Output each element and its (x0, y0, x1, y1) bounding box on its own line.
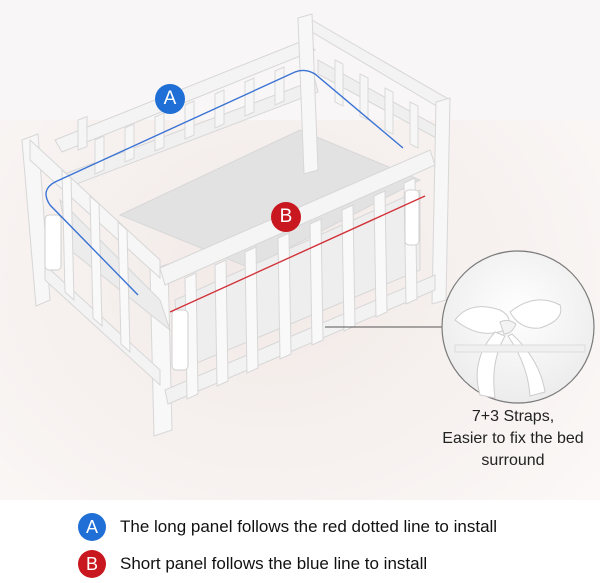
badge-b: B (271, 202, 301, 232)
red-install-line (169, 195, 426, 313)
legend-text-b: Short panel follows the blue line to ins… (120, 554, 428, 573)
legend-text-a: The long panel follows the red dotted li… (120, 517, 498, 536)
blue-install-line (45, 69, 404, 296)
callout-caption: 7+3 Straps, Easier to fix the bed surrou… (430, 406, 596, 472)
callout-line-1: 7+3 Straps, (471, 408, 555, 425)
crib (21, 13, 451, 437)
legend-item-a: A The long panel follows the red dotted … (78, 511, 497, 543)
legend-item-b: B Short panel follows the blue line to i… (78, 548, 427, 580)
legend-badge-a: A (78, 513, 106, 541)
callout-line-2: Easier to fix the bed (442, 430, 584, 447)
callout-line-3: surround (481, 452, 545, 469)
legend-badge-b: B (78, 550, 106, 578)
strap-detail-callout (441, 250, 595, 404)
badge-a: A (155, 84, 185, 114)
